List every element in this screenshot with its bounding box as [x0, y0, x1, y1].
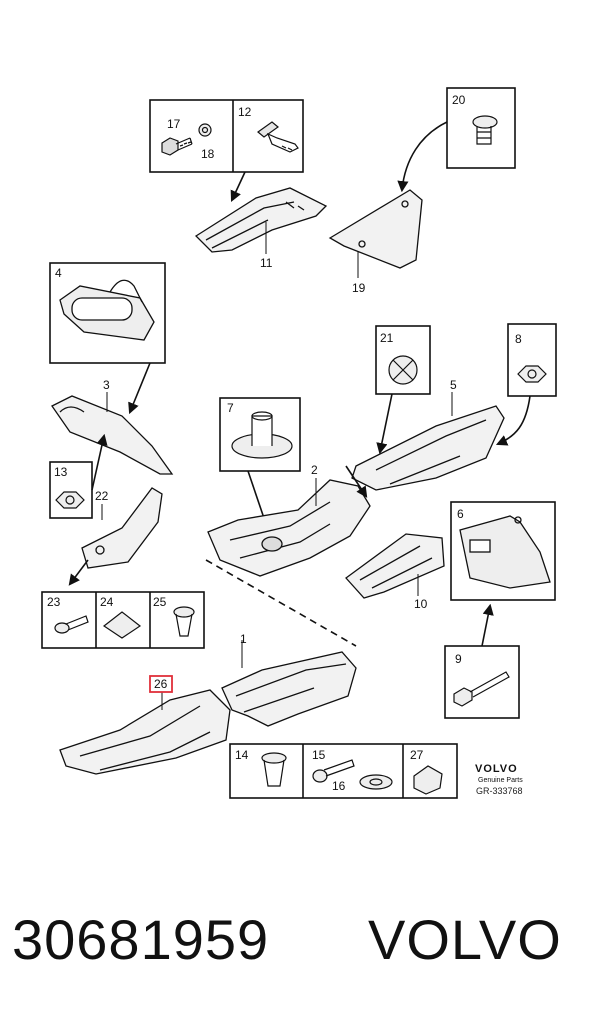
callout-16: 16: [332, 779, 346, 793]
brand-block: VOLVO Genuine Parts GR-333768: [475, 763, 523, 796]
callout-5: 5: [450, 378, 457, 392]
callout-25: 25: [153, 595, 167, 609]
callout-21: 21: [380, 331, 394, 345]
callout-6: 6: [457, 507, 464, 521]
bracket-6-icon: [459, 515, 551, 589]
callout-22: 22: [95, 489, 109, 503]
box-14-15-16-27: [229, 743, 458, 799]
callout-13: 13: [54, 465, 68, 479]
washer-16-icon: [359, 774, 393, 790]
part-22-bracket: [81, 487, 163, 569]
clip-12-icon: [257, 121, 299, 153]
footer-brand: VOLVO: [368, 908, 562, 971]
nut-13-icon: [55, 491, 85, 509]
part-26-heat-shield: [59, 689, 231, 775]
highlight-box-26: [149, 675, 173, 693]
box-6: [450, 501, 556, 601]
callout-20: 20: [452, 93, 466, 107]
callout-9: 9: [455, 652, 462, 666]
callout-17: 17: [167, 117, 181, 131]
clip-25-icon: [173, 606, 195, 637]
box-23-24-25: [41, 591, 205, 649]
nut-8-icon: [517, 365, 547, 383]
callout-18: 18: [201, 147, 215, 161]
clip-14-icon: [261, 752, 287, 787]
bolt-17-icon: [161, 137, 193, 156]
part-2-heat-shield: [207, 478, 371, 577]
callout-23: 23: [47, 595, 61, 609]
callout-26: 26: [154, 677, 168, 691]
callout-15: 15: [312, 748, 326, 762]
part-1-heat-shield: [221, 640, 357, 727]
grommet-7-icon: [231, 411, 293, 459]
box-7: [219, 397, 301, 472]
brand-subtitle: Genuine Parts: [478, 777, 523, 784]
clip-27-icon: [413, 765, 443, 795]
callout-2: 2: [311, 463, 318, 477]
callout-1: 1: [240, 632, 247, 646]
callout-24: 24: [100, 595, 114, 609]
footer: 30681959 VOLVO: [0, 890, 600, 990]
clip-21-icon: [388, 355, 418, 385]
callout-19: 19: [352, 281, 366, 295]
screw-20-icon: [472, 115, 498, 145]
callout-27: 27: [410, 748, 424, 762]
callout-7: 7: [227, 401, 234, 415]
callout-11: 11: [260, 256, 273, 270]
callout-labels: 1 2 3 4 5 6 7 8 9 10 11 12 13 14 15 16 1…: [47, 93, 522, 793]
part-19-bracket: [328, 189, 423, 278]
callout-4: 4: [55, 266, 62, 280]
washer-18-icon: [198, 123, 212, 137]
part-3-shield: [51, 392, 174, 475]
box-4: [49, 262, 166, 364]
bolt-15-icon: [312, 759, 355, 783]
brand-mark: VOLVO: [475, 763, 518, 775]
callout-10: 10: [414, 597, 428, 611]
diagram-reference: GR-333768: [476, 786, 523, 796]
box-8: [507, 323, 557, 397]
part-number: 30681959: [12, 908, 270, 971]
callout-3: 3: [103, 378, 110, 392]
bolt-9-icon: [453, 671, 510, 707]
parts-diagram: 1 2 3 4 5 6 7 8 9 10 11 12 13 14 15 16 1…: [41, 87, 557, 799]
callout-8: 8: [515, 332, 522, 346]
box-20: [446, 87, 516, 169]
part-10-bracket: [345, 533, 445, 599]
callout-12: 12: [238, 105, 252, 119]
box-17-18-12: [149, 99, 304, 173]
screw-23-icon: [54, 615, 89, 634]
part-11-heat-shield: [194, 187, 328, 254]
clip-24-icon: [102, 611, 142, 639]
callout-14: 14: [235, 748, 249, 762]
part-5-heat-shield: [351, 392, 505, 491]
bracket-4-icon: [59, 279, 155, 341]
box-21: [375, 325, 431, 395]
